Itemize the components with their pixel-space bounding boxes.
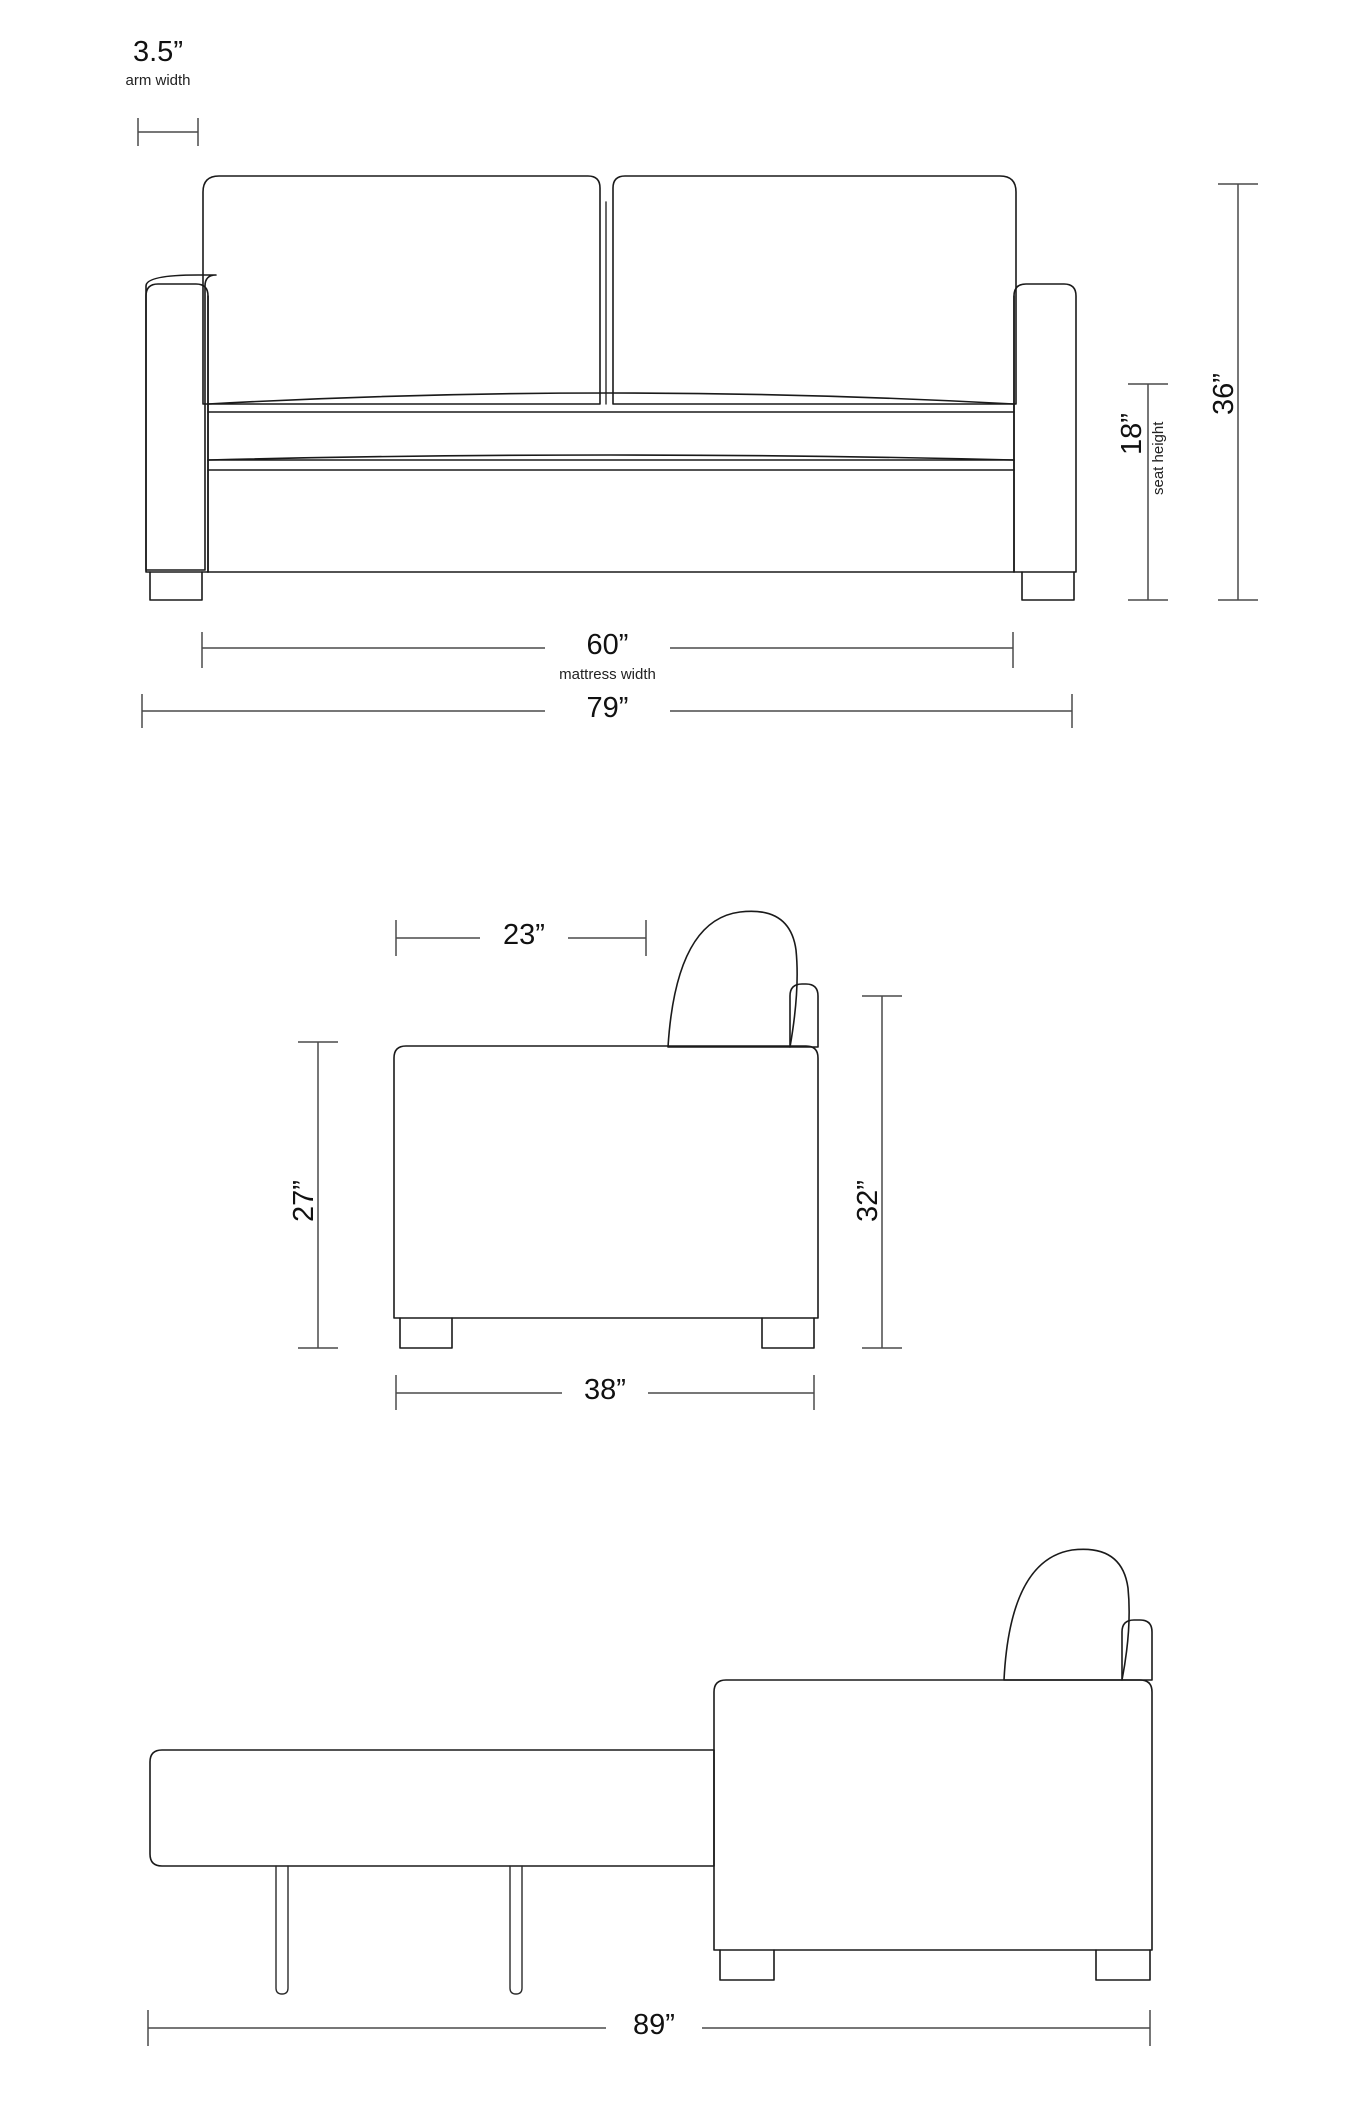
dim-caption-mattress-width: mattress width	[559, 666, 656, 683]
dim-mattress-width	[201, 632, 1014, 668]
dim-label-overall-height: 36”	[1208, 373, 1241, 415]
dim-value-seat-height: 18”	[1116, 413, 1148, 455]
dim-value-seat-depth: 23”	[503, 919, 545, 951]
front-view-group	[137, 118, 1258, 728]
dim-overall-width	[141, 694, 1073, 728]
dim-label-mattress-width: 60”	[545, 631, 670, 660]
dim-value-overall-height: 36”	[1208, 373, 1240, 415]
bed-extended-view-group	[147, 1548, 1153, 2046]
dim-arm-width	[137, 118, 199, 146]
dim-back-height	[862, 995, 902, 1349]
dim-label-back-height: 32”	[852, 1180, 885, 1222]
dim-value-mattress-width: 60”	[586, 629, 629, 661]
dim-caption-arm-width: arm width	[125, 72, 191, 89]
dim-label-overall-depth: 38”	[562, 1376, 648, 1405]
dim-value-back-height: 32”	[852, 1180, 884, 1222]
dim-caption-seat-height-wrap: seat height	[1150, 422, 1168, 495]
dim-caption-seat-height: seat height	[1150, 421, 1167, 495]
dim-value-arm-height: 27”	[288, 1180, 320, 1222]
dim-overall-height	[1218, 183, 1258, 601]
dim-value-extended-depth: 89”	[633, 2009, 675, 2041]
dim-value-overall-width: 79”	[586, 692, 629, 724]
dim-value-overall-depth: 38”	[584, 1374, 626, 1406]
dim-label-arm-height: 27”	[288, 1180, 321, 1222]
dim-label-overall-width: 79”	[545, 694, 670, 723]
dim-value-arm-width: 3.5”	[133, 36, 183, 68]
dim-label-seat-depth: 23”	[480, 921, 568, 950]
dim-label-arm-width: 3.5” arm width	[98, 36, 218, 89]
dim-seat-height	[1128, 383, 1168, 601]
dim-extended-depth	[147, 2010, 1151, 2046]
dim-label-extended-depth: 89”	[606, 2011, 702, 2040]
dim-overall-depth	[395, 1375, 815, 1410]
dim-caption-mattress-width-wrap: mattress width	[495, 666, 720, 684]
dim-label-seat-height: 18”	[1116, 413, 1149, 455]
dim-arm-height	[298, 1041, 338, 1349]
dim-seat-depth	[395, 920, 647, 956]
side-view-group	[298, 910, 902, 1410]
